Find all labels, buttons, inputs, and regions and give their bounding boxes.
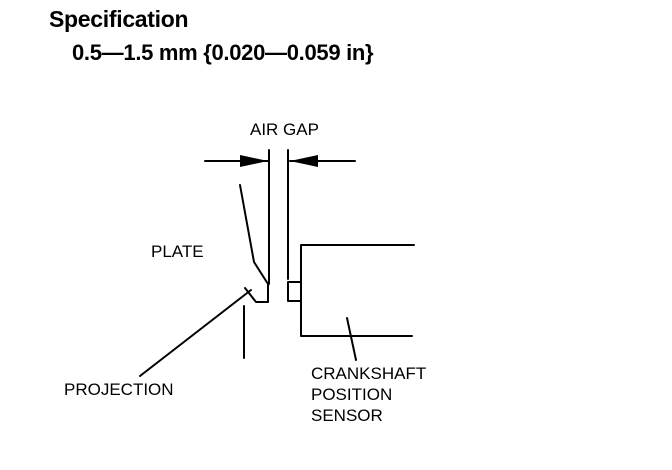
specification-heading: Specification: [49, 6, 189, 32]
leader-line-projection: [139, 289, 252, 377]
sensor-label-line-3: SENSOR: [311, 406, 383, 425]
sensor-body: [300, 244, 415, 337]
sensor-label-line-1: CRANKSHAFT: [311, 364, 427, 383]
sensor-label-line-2: POSITION: [311, 385, 393, 404]
crankshaft-position-sensor-label: CRANKSHAFT POSITION SENSOR: [311, 363, 426, 426]
plate-outline: [239, 184, 269, 303]
arrowhead-left: [240, 155, 268, 167]
projection-label: PROJECTION: [64, 380, 174, 399]
specification-value: 0.5—1.5 mm {0.020—0.059 in}: [72, 40, 374, 65]
leader-line-sensor: [346, 317, 357, 361]
sensor-tip: [287, 281, 302, 302]
arrowhead-right: [290, 155, 318, 167]
plate-label: PLATE: [151, 242, 204, 261]
air-gap-label: AIR GAP: [250, 120, 319, 139]
